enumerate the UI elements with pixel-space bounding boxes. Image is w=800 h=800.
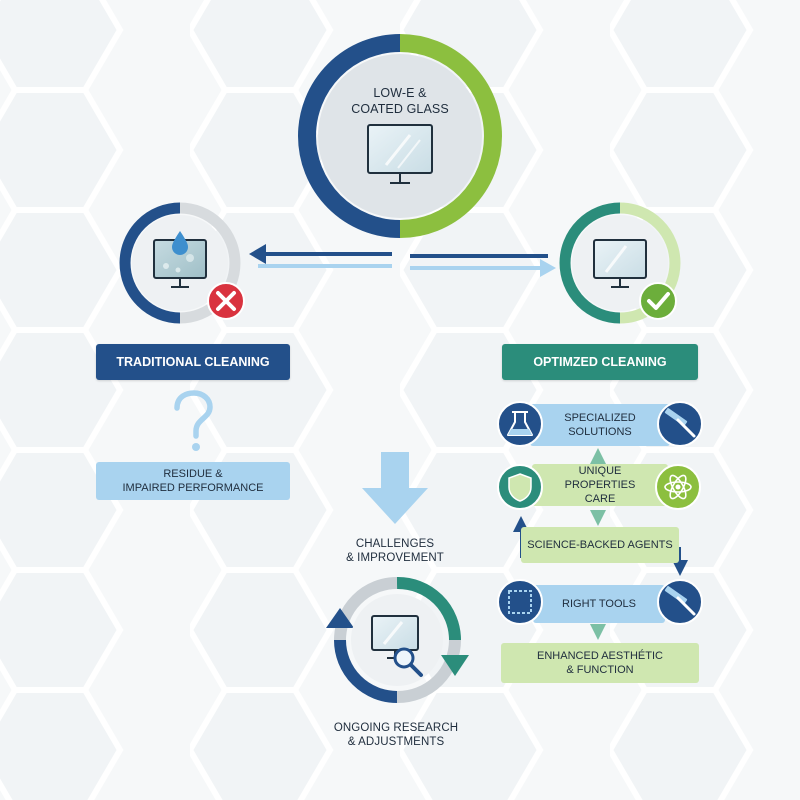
cross-icon	[207, 282, 245, 320]
research-label: ONGOING RESEARCH & ADJUSTMENTS	[316, 721, 476, 750]
unique-line2: CARE	[584, 493, 616, 506]
down-arrow-icon	[362, 452, 428, 524]
center-title-line1: LOW-E &	[373, 86, 427, 100]
research-line2: & ADJUSTMENTS	[347, 736, 445, 749]
residue-line1: RESIDUE &	[163, 467, 223, 480]
unique-pill-bg	[532, 464, 668, 506]
frame-icon	[497, 579, 543, 625]
clean-monitor-icon	[593, 239, 647, 288]
magnifier-icon	[393, 647, 423, 677]
water-drop-icon	[172, 231, 188, 255]
question-mark-icon	[174, 390, 213, 451]
challenges-line1: CHALLENGES	[355, 538, 435, 550]
squeegee-icon-2	[657, 579, 703, 625]
atom-icon	[655, 464, 701, 510]
monitor-icon	[367, 124, 433, 184]
research-line1: ONGOING RESEARCH	[333, 722, 459, 734]
center-title: LOW-E & COATED GLASS	[330, 86, 470, 117]
residue-line2: IMPAIRED PERFORMANCE	[122, 482, 264, 494]
enhanced-line1: ENHANCED AESTHÉTIC	[537, 649, 663, 662]
tools-step: RIGHT TOOLS	[562, 597, 636, 610]
science-pill-bg	[521, 527, 679, 563]
unique-step: UNIQUE PROPERTIES CARE	[544, 464, 656, 506]
specialized-line1: SPECIALIZED	[564, 411, 636, 424]
center-title-line2: COATED GLASS	[351, 101, 449, 116]
enhanced-pill-bg	[501, 643, 699, 683]
arrow-to-optimized	[410, 254, 556, 277]
dirty-monitor-icon	[153, 239, 207, 288]
checkmark-icon	[639, 282, 677, 320]
traditional-header: TRADITIONAL CLEANING	[96, 344, 290, 380]
optimized-header: OPTIMZED CLEANING	[502, 344, 698, 380]
residue-box: RESIDUE & IMPAIRED PERFORMANCE	[96, 462, 290, 500]
unique-line1: UNIQUE PROPERTIES	[564, 464, 636, 491]
challenges-label: CHALLENGES & IMPROVEMENT	[320, 537, 470, 566]
specialized-line2: SOLUTIONS	[568, 426, 632, 438]
challenges-line2: & IMPROVEMENT	[346, 552, 444, 565]
squeegee-icon	[657, 401, 703, 447]
flask-icon	[497, 401, 543, 447]
arrow-to-traditional	[249, 244, 392, 268]
science-step: SCIENCE-BACKED AGENTS	[527, 538, 673, 551]
tools-pill-bg	[533, 585, 665, 623]
specialized-step: SPECIALIZED SOLUTIONS	[548, 404, 652, 446]
specialized-pill-bg	[530, 404, 670, 446]
shield-icon	[497, 464, 543, 510]
enhanced-line2: & FUNCTION	[566, 664, 634, 676]
enhanced-step: ENHANCED AESTHÉTIC & FUNCTION	[501, 643, 699, 683]
